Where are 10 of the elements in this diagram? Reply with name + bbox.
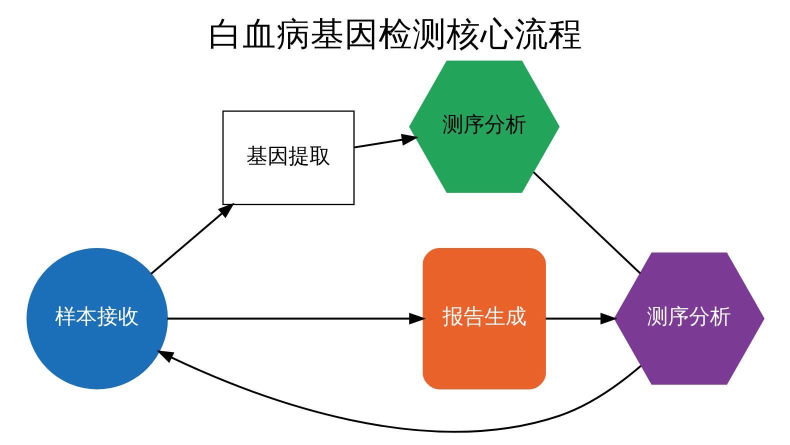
diagram-title: 白血病基因检测核心流程 [208,14,582,54]
arrow [545,312,617,325]
node-box: 报告生成 [422,248,546,390]
arrow [150,202,234,275]
arrow [353,134,418,148]
node-box: 基因提取 [222,110,354,206]
arrow [156,350,641,433]
connector [532,172,641,274]
arrow [166,312,426,325]
node-circle: 样本接收 [26,248,168,390]
